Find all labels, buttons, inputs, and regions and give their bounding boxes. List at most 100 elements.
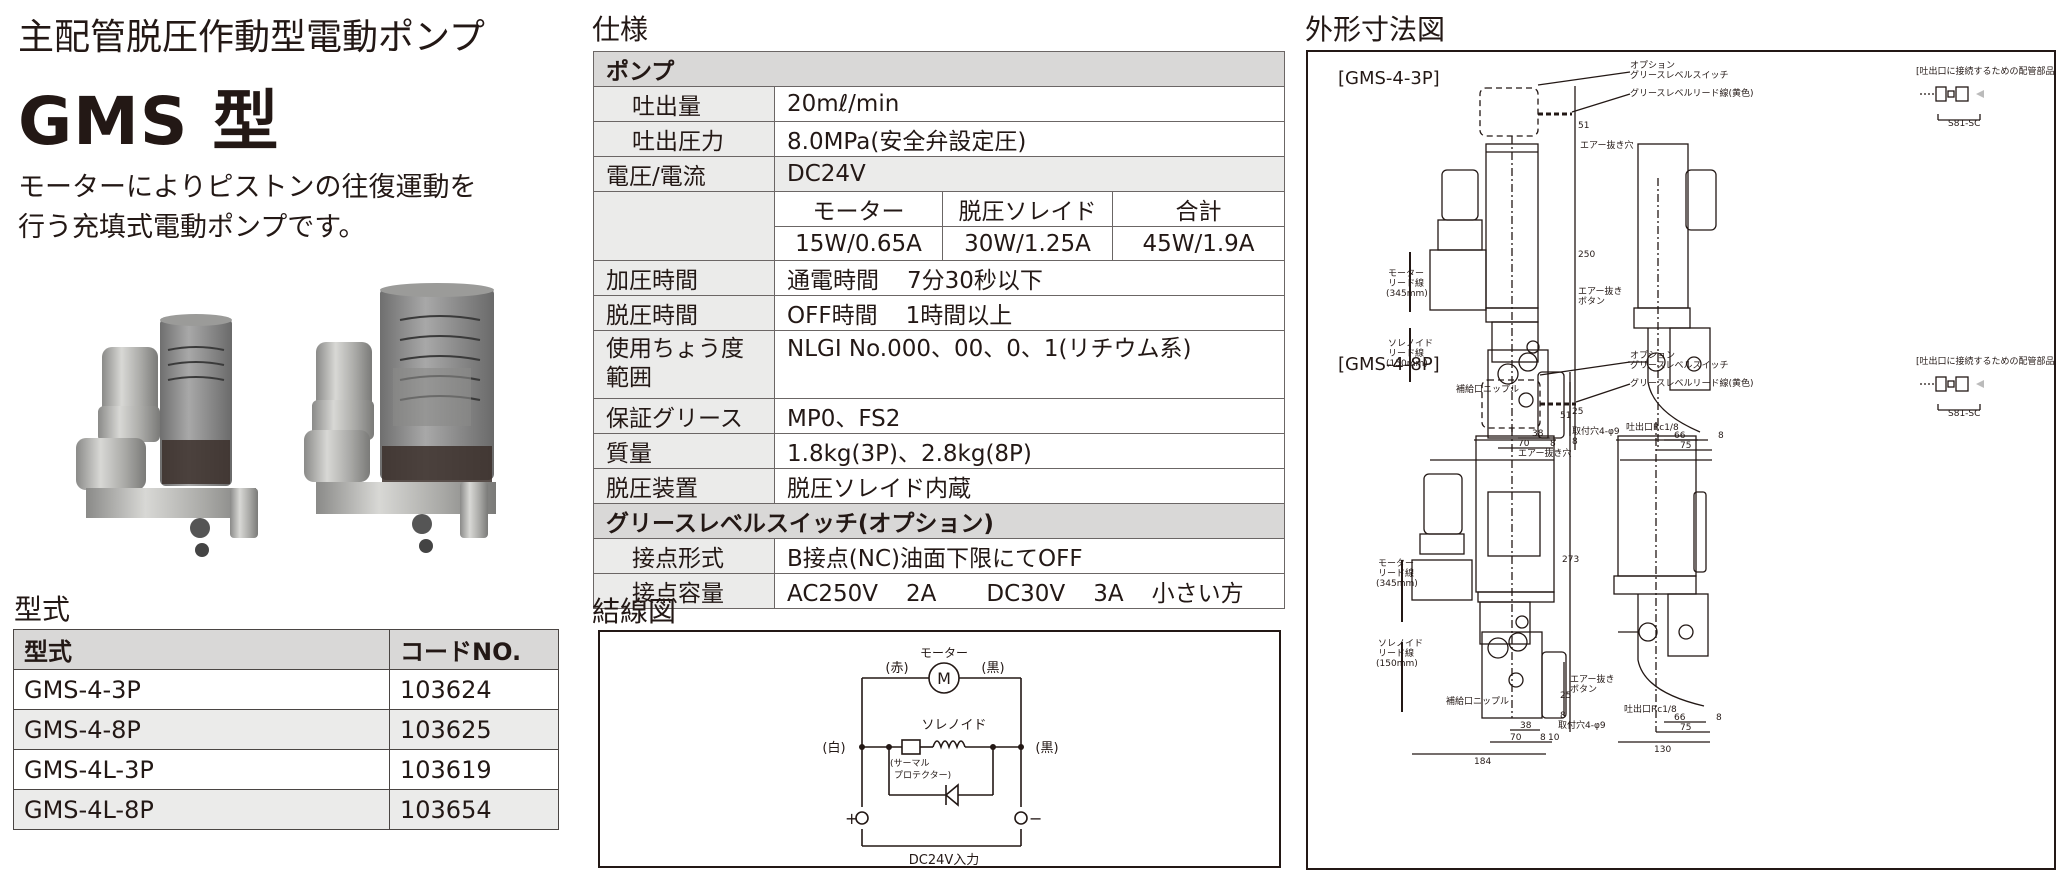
models-table: 型式 コードNO. GMS-4-3P 103624 GMS-4-8P 10362… — [13, 629, 559, 830]
code-cell: 103624 — [389, 669, 559, 710]
solenoid-lead-label-2: リード線 — [1378, 647, 1414, 659]
dim-10: 10 — [1548, 733, 1560, 743]
dim-side: 130 — [1654, 745, 1671, 755]
spec-value: 8.0MPa(安全弁設定圧) — [774, 121, 1285, 157]
spec-group-pump: ポンプ — [593, 51, 1285, 87]
spec-label: 接点容量 — [593, 573, 775, 609]
subheader-total: 合計 — [1112, 191, 1285, 227]
air-hole-label: エアー抜き穴 — [1580, 139, 1633, 151]
wiring-section-title: 結線図 — [592, 595, 677, 628]
spec-row: 吐出量 20mℓ/min — [593, 86, 1285, 122]
column-header-code: コードNO. — [389, 629, 559, 670]
dim-38: 38 — [1532, 429, 1544, 439]
value-part: 2A — [906, 581, 937, 607]
junction-dots — [859, 744, 1024, 750]
spec-value: DC24V — [774, 156, 1285, 192]
pump-3p-photo — [76, 314, 258, 557]
solenoid-lead-label-1: ソレノイド — [1388, 339, 1433, 349]
solenoid-lead-label-3: (150mm) — [1376, 659, 1418, 669]
dim-25: 25 — [1560, 691, 1571, 701]
black-wire-right-label: (黒) — [1035, 741, 1058, 756]
value-part: 小さい方 — [1151, 581, 1244, 607]
value-part: 1時間以上 — [905, 303, 1013, 329]
spec-section-title: 仕様 — [592, 13, 649, 46]
outlet-label: 吐出口Rc1/8 — [1626, 421, 1679, 433]
piping-part: S81-SC — [1948, 409, 1980, 419]
spec-table: ポンプ 吐出量 20mℓ/min 吐出圧力 8.0MPa(安全弁設定圧) 電圧/… — [593, 51, 1285, 609]
description-line-2: 行う充填式電動ポンプです。 — [18, 212, 366, 243]
mount-hole-label: 取付穴4-φ9 — [1558, 719, 1606, 731]
air-button-label-1: エアー抜き — [1570, 673, 1614, 685]
level-lead-label: グリースレベルリード線(黄色) — [1630, 377, 1754, 389]
spec-label: 吐出圧力 — [593, 121, 775, 157]
model-cell: GMS-4-3P — [13, 669, 390, 710]
solenoid-lead-label-1: ソレノイド — [1378, 639, 1423, 649]
dim-8-side: 8 — [1718, 431, 1724, 441]
dim-70: 70 — [1510, 733, 1522, 743]
red-wire-label: (赤) — [885, 661, 908, 676]
subheader-motor: モーター — [774, 191, 943, 227]
models-table-header: 型式 コードNO. — [13, 629, 559, 670]
pump-8p-photo — [304, 283, 496, 553]
code-cell: 103625 — [389, 709, 559, 750]
description-line-1: モーターによりピストンの往復運動を — [18, 172, 477, 203]
air-button-label-2: ボタン — [1570, 684, 1597, 695]
value-part: DC30V — [986, 581, 1066, 607]
value-solenoid: 30W/1.25A — [942, 226, 1113, 261]
solenoid-label: ソレノイド — [921, 718, 986, 733]
dim-38: 38 — [1520, 721, 1532, 731]
motor-lead-label-3: (345mm) — [1386, 289, 1428, 299]
dim-width: 184 — [1474, 757, 1491, 767]
dim-8v: 8 — [1572, 437, 1578, 447]
models-section-title: 型式 — [14, 593, 71, 626]
spec-row: 吐出圧力 8.0MPa(安全弁設定圧) — [593, 121, 1285, 157]
group-label: グリースレベルスイッチ(オプション) — [593, 503, 1285, 539]
table-row: GMS-4L-8P 103654 — [13, 789, 559, 830]
spec-value: 20mℓ/min — [774, 86, 1285, 122]
level-switch-label: グリースレベルスイッチ — [1630, 69, 1729, 81]
motor-symbol — [928, 662, 960, 694]
drawing-model-label: [GMS-4-3P] — [1338, 68, 1440, 89]
dim-height: 250 — [1578, 250, 1595, 260]
dim-8-side: 8 — [1716, 713, 1722, 723]
mount-hole-label: 取付穴4-φ9 — [1572, 425, 1620, 437]
spec-value: 1.8kg(3P)、2.8kg(8P) — [774, 433, 1285, 469]
plus-label: + — [845, 809, 858, 828]
outlet-label: 吐出口Rc1/8 — [1624, 703, 1677, 715]
group-label: ポンプ — [593, 51, 1285, 87]
level-switch-label: グリースレベルスイッチ — [1630, 359, 1729, 371]
spec-row: 質量 1.8kg(3P)、2.8kg(8P) — [593, 433, 1285, 469]
piping-title: [吐出口に接続するための配管部品] — [1916, 65, 2054, 77]
subheader-solenoid: 脱圧ソレイド — [942, 191, 1113, 227]
thermal-protector-symbol — [901, 739, 921, 755]
piping-part: S81-SC — [1948, 119, 1980, 129]
dimensions-section-title: 外形寸法図 — [1305, 13, 1446, 46]
spec-row: 脱圧装置 脱圧ソレイド内蔵 — [593, 468, 1285, 504]
spec-value: NLGI No.000、00、0、1(リチウム系) — [774, 330, 1285, 399]
minus-terminal — [1014, 811, 1028, 825]
spec-label: 脱圧装置 — [593, 468, 775, 504]
spec-label: 加圧時間 — [593, 260, 775, 296]
spec-value: MP0、FS2 — [774, 398, 1285, 434]
value-part: 7分30秒以下 — [907, 268, 1043, 294]
spec-row: 接点形式 B接点(NC)油面下限にてOFF — [593, 538, 1285, 574]
dim-66: 66 — [1674, 713, 1686, 723]
air-button-label-1: エアー抜き — [1578, 285, 1622, 297]
spec-row: 保証グリース MP0、FS2 — [593, 398, 1285, 434]
motor-lead-label-1: モーター — [1388, 268, 1424, 279]
dim-8: 8 — [1550, 439, 1556, 449]
dim-75: 75 — [1680, 441, 1691, 451]
product-title: GMS 型 — [18, 83, 280, 160]
option-label: オプション — [1630, 350, 1675, 361]
motor-lead-label-2: リード線 — [1388, 277, 1424, 289]
product-subtitle: 主配管脱圧作動型電動ポンプ — [18, 17, 485, 58]
dim-height: 273 — [1562, 555, 1579, 565]
spec-row: 使用ちょう度範囲 NLGI No.000、00、0、1(リチウム系) — [593, 330, 1285, 399]
solenoid-lead-label-2: リード線 — [1388, 347, 1424, 359]
table-row: GMS-4L-3P 103619 — [13, 749, 559, 790]
value-total: 45W/1.9A — [1112, 226, 1285, 261]
code-cell: 103619 — [389, 749, 559, 790]
dim-70: 70 — [1518, 439, 1530, 449]
